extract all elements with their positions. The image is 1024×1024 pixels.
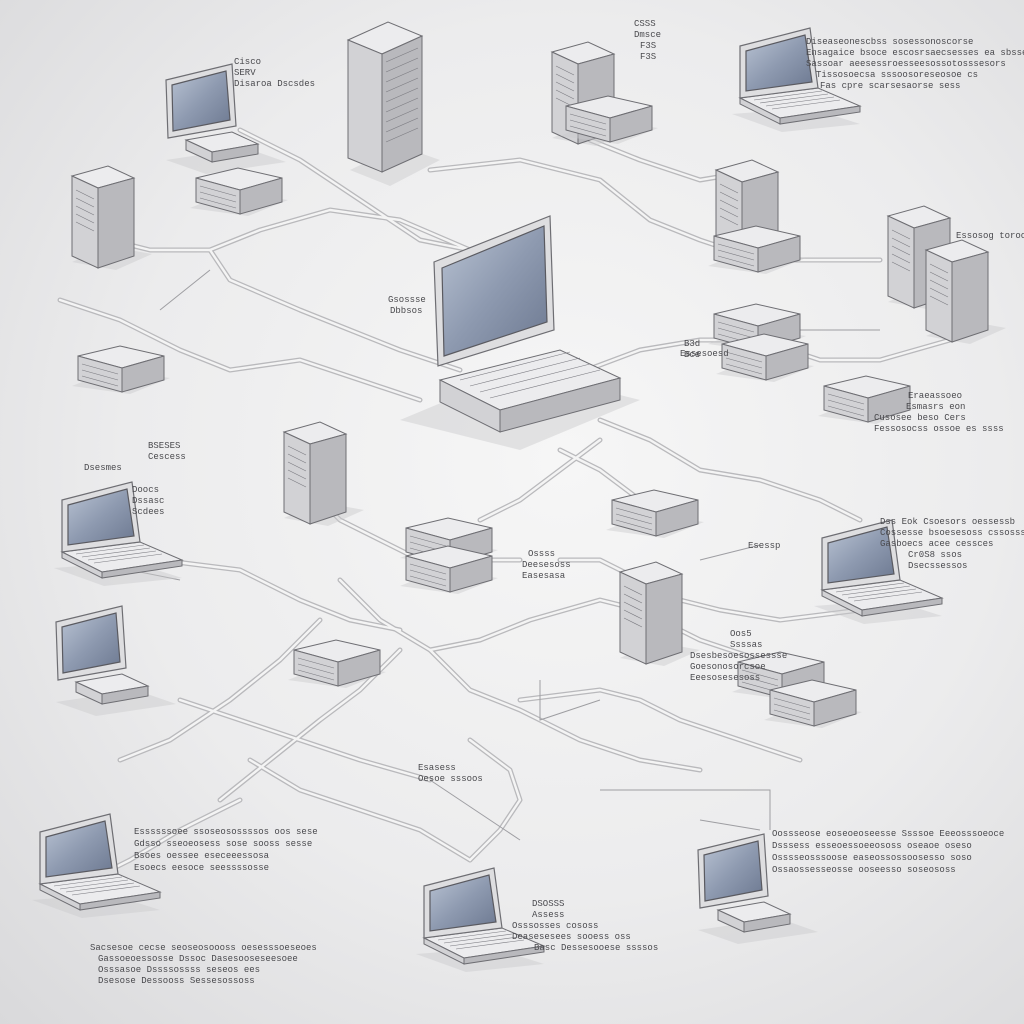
devices bbox=[31, 21, 1007, 973]
label-right-tower: Essosog toroog bbox=[956, 231, 1024, 241]
label-right-laptop: Dss Eok Csoesors oessessb Cossesse bsoes… bbox=[880, 517, 1024, 571]
device-center-tower bbox=[283, 421, 365, 527]
label-left-laptop: BSESES Cescess Dsesmes Doocs Dssasc Scde… bbox=[84, 441, 191, 517]
labels: Cisco SERV Disaroa Dscsdes CSSS Dmsce F3… bbox=[84, 19, 1024, 986]
device-right-upper-server bbox=[707, 159, 807, 275]
label-mid-right-device: B3d Bce bbox=[684, 339, 706, 360]
device-bottom-center-laptop bbox=[415, 867, 545, 973]
device-mid-server bbox=[619, 561, 701, 667]
label-top-center-server: CSSS Dmsce F3S F3S bbox=[634, 19, 666, 62]
label-right-printer: Oos5 Ssssas Dsesbesoesossessse Goesonoso… bbox=[690, 629, 793, 683]
device-left-box bbox=[71, 345, 171, 395]
label-central-pc: Gsossse Dbbsos bbox=[388, 295, 431, 316]
device-central-workstation bbox=[400, 215, 640, 450]
device-right-tower bbox=[887, 205, 1007, 345]
label-bottom-center: DSOSSS Assess Osssosses cososs Deasesese… bbox=[512, 899, 658, 953]
device-top-rack-server bbox=[346, 21, 440, 186]
label-bottom-left: Essssssoee ssoseosossssos oos sese Gdsso… bbox=[134, 827, 323, 873]
device-right-switch bbox=[707, 303, 815, 383]
device-left-monitor bbox=[55, 605, 177, 717]
label-center-lower: Esasess Oesoe sssoos bbox=[418, 763, 483, 784]
label-top-left-monitor: Cisco SERV Disaroa Dscsdes bbox=[234, 57, 315, 89]
label-bottom-far-left: Sacsesoe cecse seoseosoooss oesesssoeseo… bbox=[90, 943, 322, 986]
label-top-right-laptop: Diseaseonescbss sosessonoscorse Ensagaic… bbox=[806, 37, 1024, 91]
device-left-tower bbox=[71, 165, 153, 271]
label-bottom-right: Oossseose eoseoeoseesse Ssssoe Eeeosssoe… bbox=[772, 829, 1010, 875]
device-mid-gateway bbox=[605, 489, 705, 539]
label-right-switch: Eraeassoeo Esmasrs eon Cusosee beso Cers… bbox=[874, 391, 1004, 434]
device-top-left-box bbox=[189, 167, 289, 217]
device-center-router bbox=[399, 517, 499, 595]
label-small-tag: Esessp bbox=[748, 541, 780, 551]
label-center-router: Ossss Deesesoss Easesasa bbox=[522, 549, 576, 581]
